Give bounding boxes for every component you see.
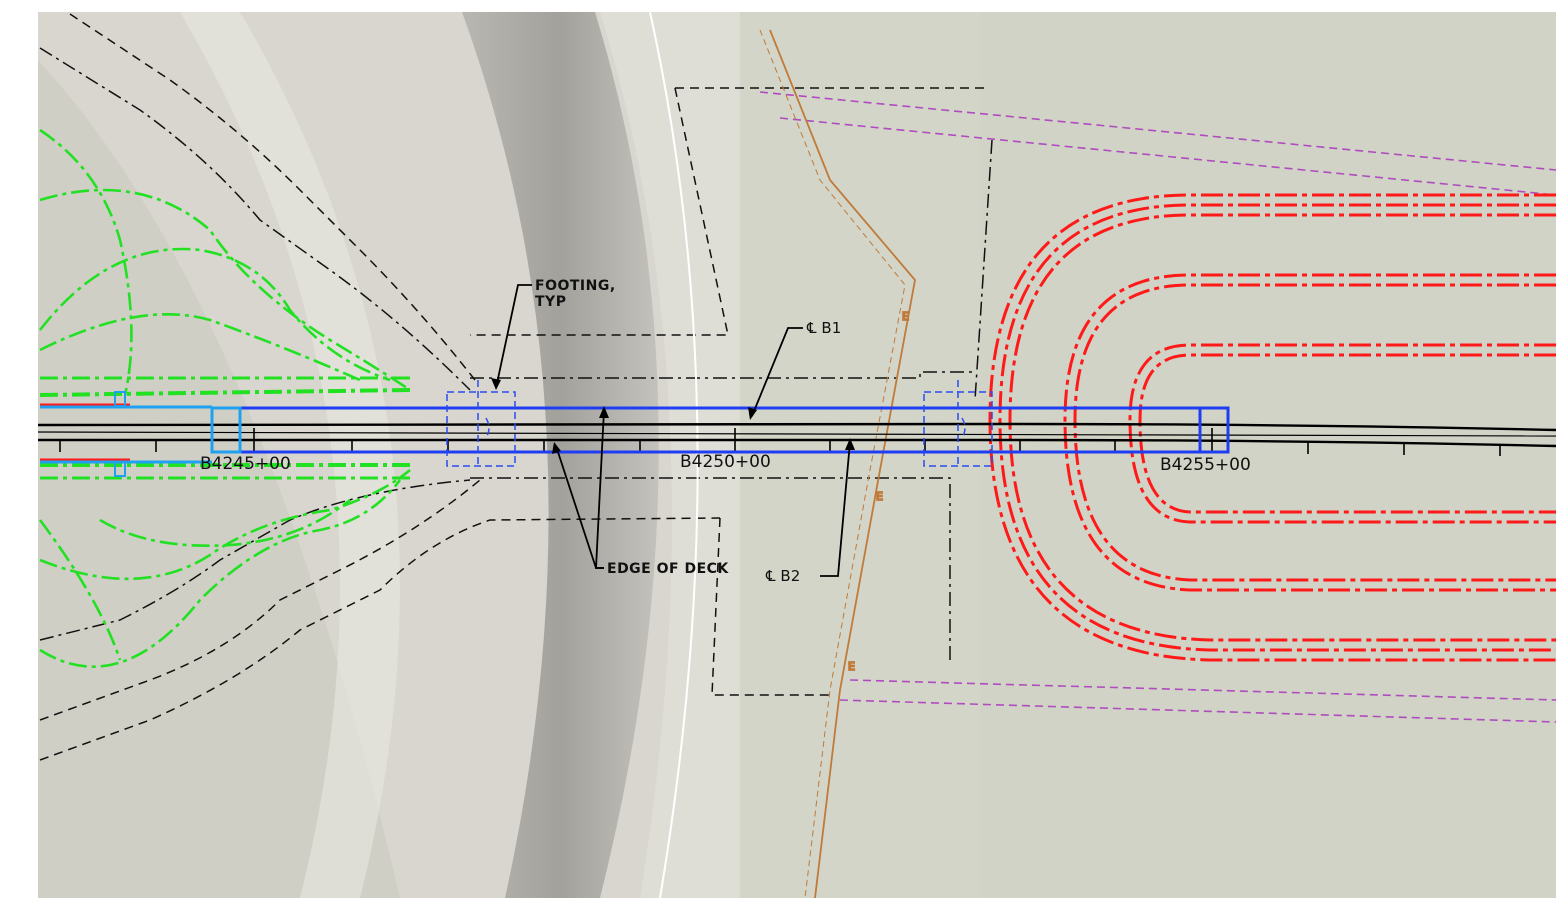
utility-marker: E	[902, 310, 909, 323]
utility-marker: E	[848, 660, 855, 673]
right-of-way-lines	[759, 91, 1556, 723]
footing-left	[446, 380, 516, 467]
footing-right	[923, 380, 993, 467]
existing-grading-green	[38, 128, 411, 668]
bridge-deck	[40, 391, 1230, 477]
river-channel	[462, 12, 659, 898]
utility-marker: E	[876, 490, 883, 503]
leader-arrowheads	[491, 378, 855, 454]
proposed-grading-red	[40, 193, 1556, 662]
existing-contours	[39, 11, 993, 898]
station-label-4255: B4255+00	[1160, 455, 1251, 475]
utility-line: E E E	[759, 29, 916, 898]
centerline-b2-label: ℄ B2	[765, 567, 800, 585]
roadway-alignment	[37, 422, 1556, 448]
leader-lines	[495, 284, 851, 577]
station-label-4250: B4250+00	[680, 452, 771, 472]
station-label-4245: B4245+00	[200, 454, 291, 474]
footing-label-line1: FOOTING,	[535, 278, 616, 294]
centerline-b1-label: ℄ B1	[806, 319, 841, 337]
footing-label-line2: TYP	[535, 294, 566, 310]
edge-of-deck-label: EDGE OF DECK	[607, 561, 729, 577]
station-ticks	[59, 428, 1501, 456]
